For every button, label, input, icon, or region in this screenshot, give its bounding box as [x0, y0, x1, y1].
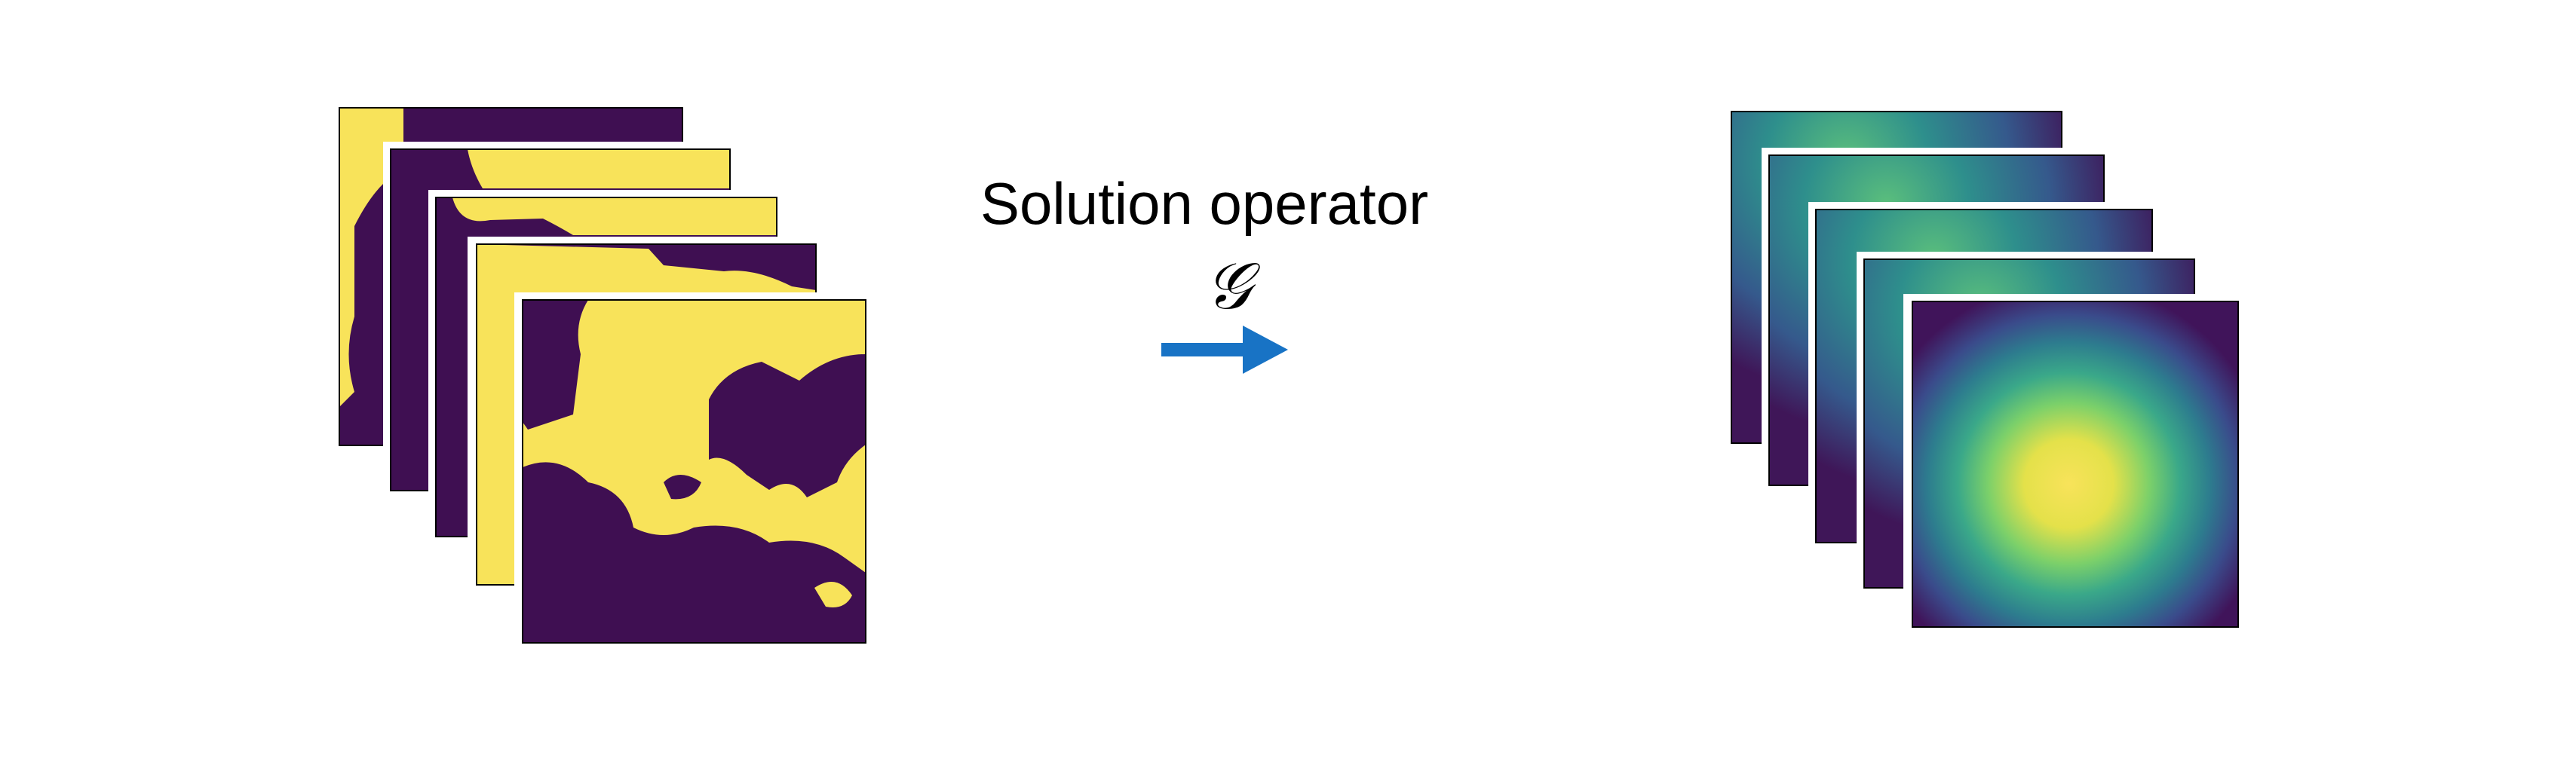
input-field-stack [339, 107, 869, 647]
operator-symbol: 𝒢 [1205, 249, 1252, 324]
output-field-stack [1731, 111, 2244, 632]
operator-label: Solution operator [980, 170, 1429, 237]
right-arrow-icon [1161, 326, 1288, 374]
input-field-5 [514, 292, 869, 647]
output-field-5 [1903, 294, 2244, 632]
